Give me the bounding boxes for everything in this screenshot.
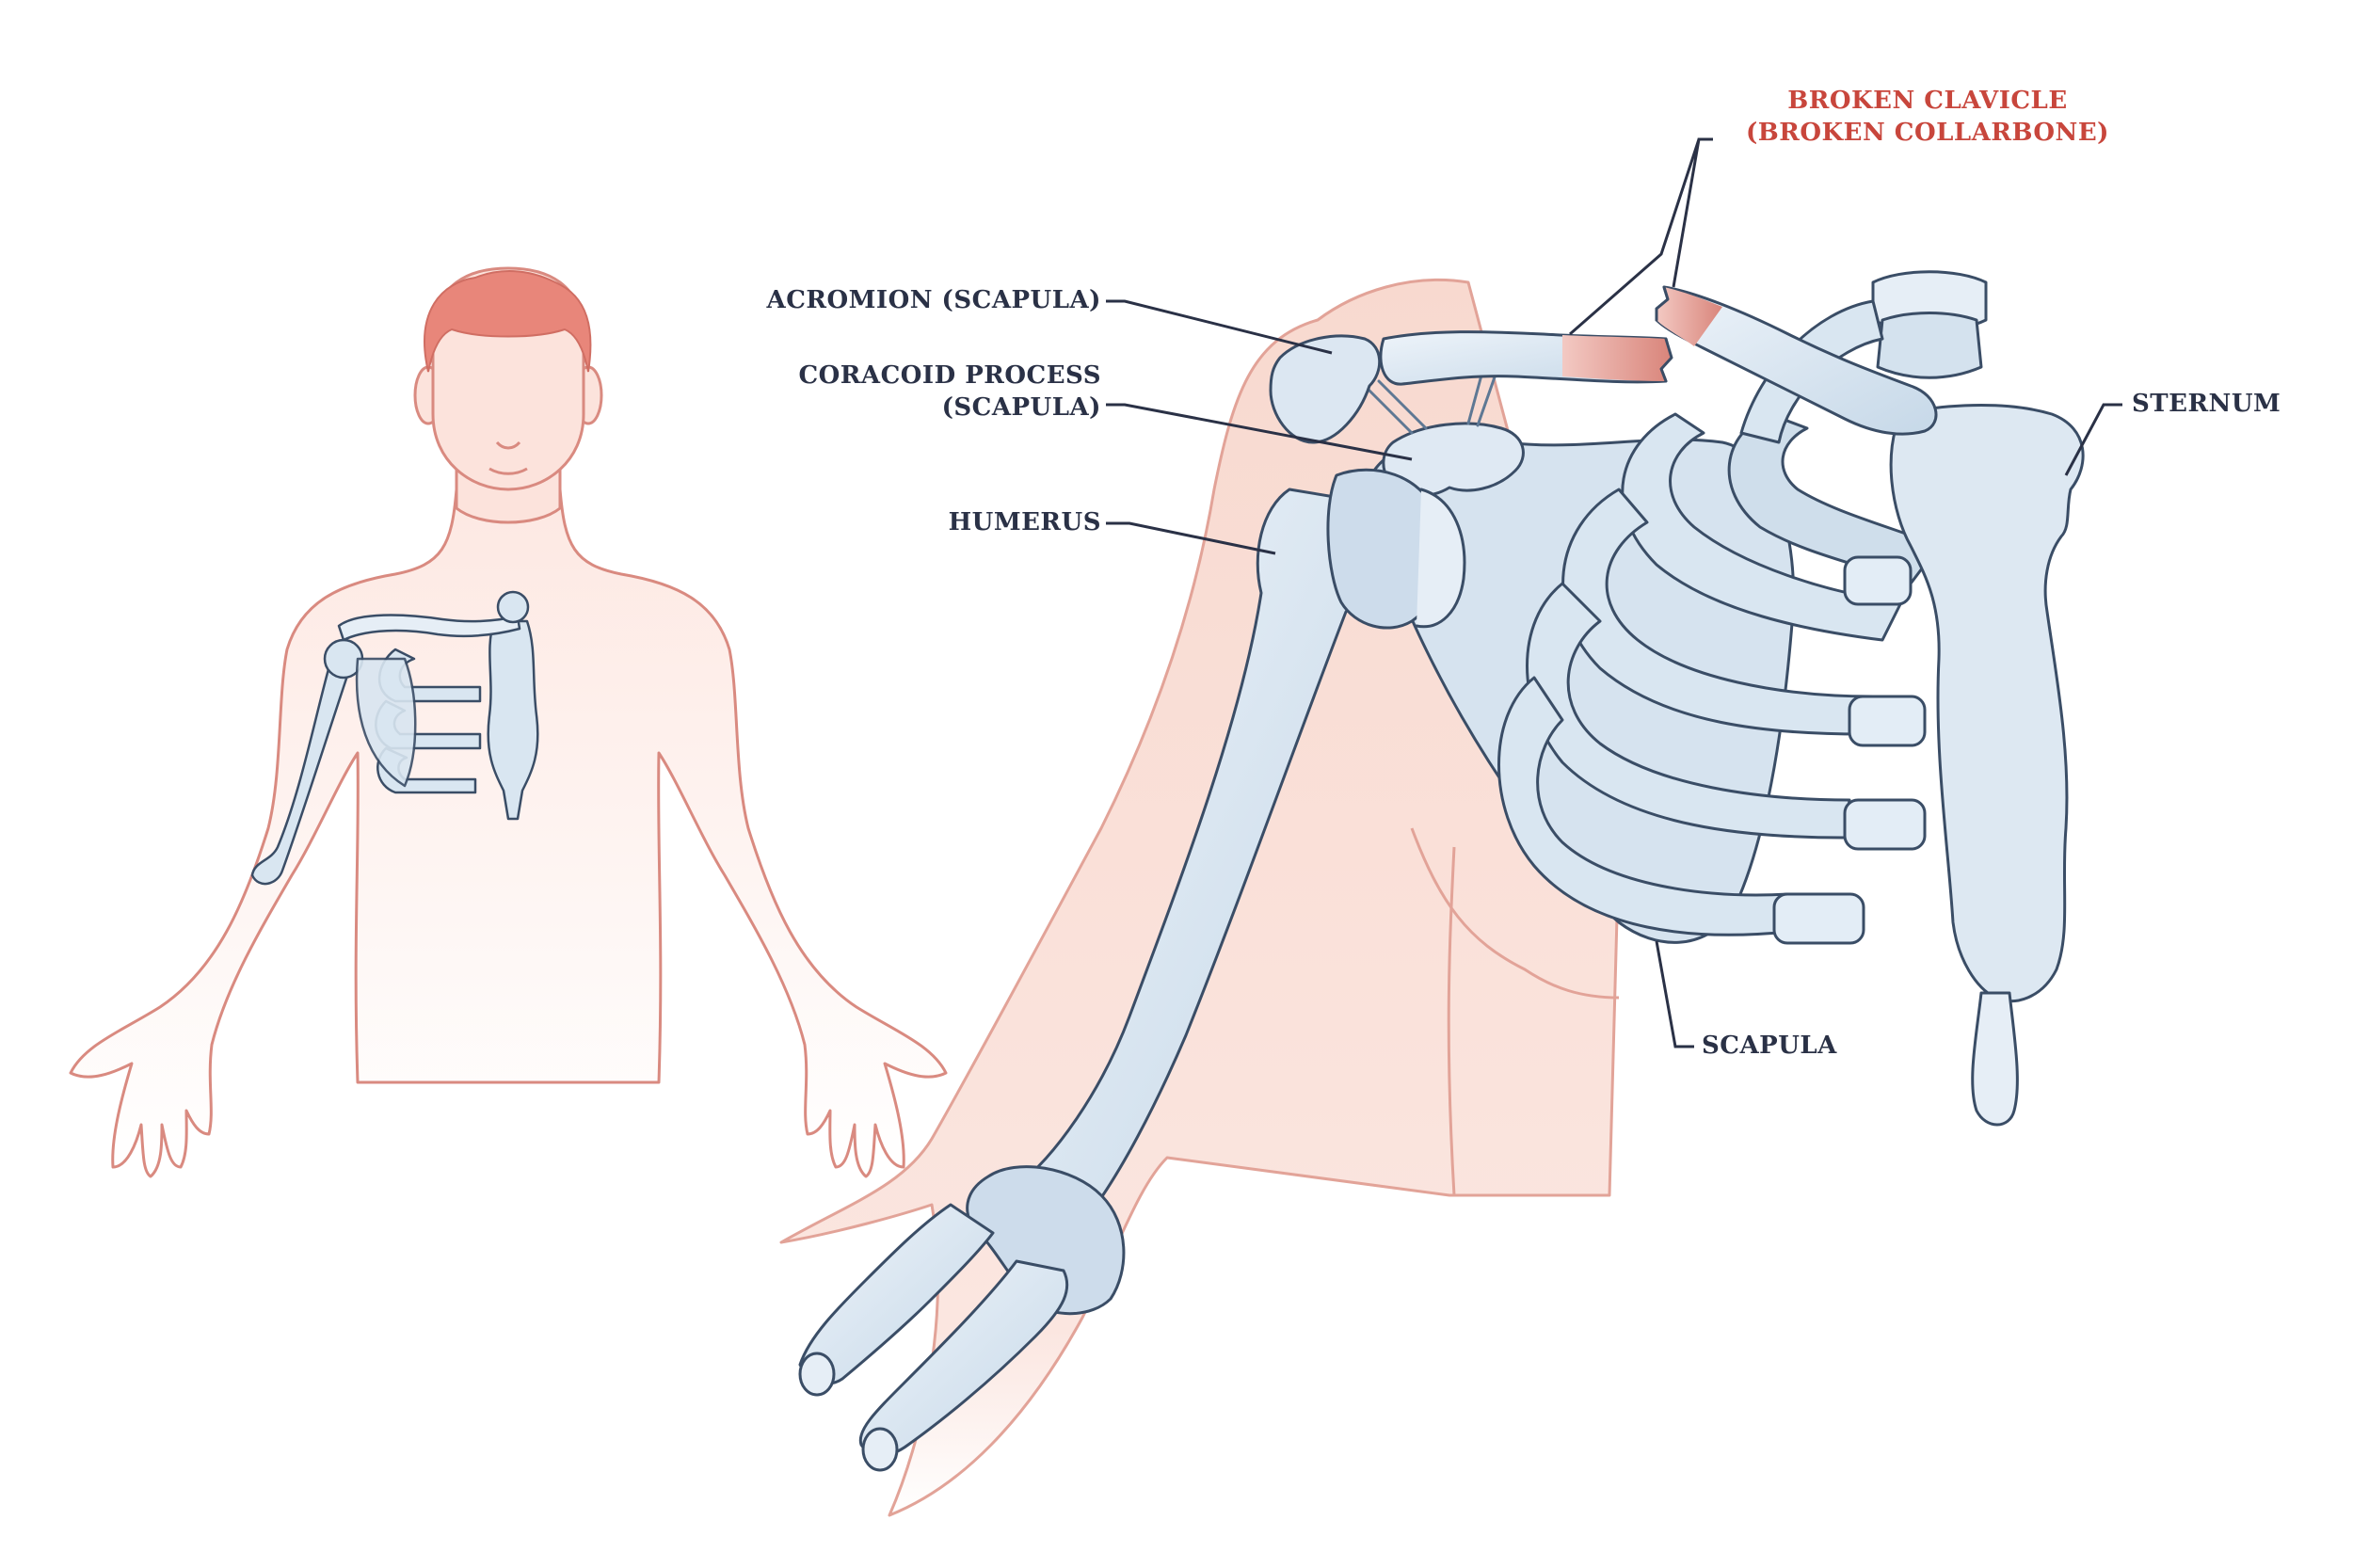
body-outline [69, 488, 948, 1178]
fracture-edge-lateral [1659, 337, 1673, 383]
hair [424, 270, 592, 373]
fracture-zone-medial [1657, 287, 1722, 346]
ulna-end [861, 1427, 899, 1472]
label-coracoid-line2: (SCAPULA) [941, 393, 1101, 422]
nose [495, 440, 521, 450]
label-broken-clavicle-line1: BROKEN CLAVICLE [1787, 87, 2068, 115]
cartilage-2 [1848, 695, 1927, 747]
armpit-fold [1410, 827, 1620, 1000]
humerus-head [1326, 468, 1444, 630]
label-coracoid-process: CORACOID PROCESS (SCAPULA) [744, 360, 1101, 424]
fracture-edge-medial [1655, 285, 1670, 322]
mini-sternum [487, 619, 539, 821]
mini-clavicle [337, 614, 521, 642]
label-sternum: STERNUM [2132, 390, 2281, 418]
mini-skeleton [250, 590, 539, 886]
leader-sternum [2064, 403, 2122, 476]
mini-humerus [250, 657, 350, 886]
label-scapula: SCAPULA [1702, 1032, 1837, 1060]
leader-humerus [1106, 521, 1276, 555]
shoulder-closeup [779, 137, 2122, 1517]
leader-lines [1106, 137, 2122, 1048]
vertebra-body [1876, 312, 1983, 379]
label-coracoid-line1: CORACOID PROCESS [798, 361, 1101, 390]
mouth [488, 467, 528, 475]
leader-coracoid [1106, 403, 1413, 461]
cartilage-4 [1772, 892, 1865, 945]
leader-scapula [1655, 940, 1694, 1048]
mini-vertebra [496, 590, 530, 624]
acromion-bone [1269, 334, 1382, 444]
leader-acromion [1106, 299, 1333, 355]
full-body-figure [69, 266, 948, 1178]
label-acromion: ACROMION (SCAPULA) [766, 286, 1101, 314]
sternum-bone [1889, 404, 2085, 1003]
label-broken-clavicle-line2: (BROKEN COLLARBONE) [1746, 119, 2109, 147]
ligament [1363, 370, 1498, 435]
cartilage-1 [1843, 555, 1913, 606]
radius-end [798, 1352, 836, 1397]
fracture-zone-lateral [1562, 335, 1671, 381]
label-broken-clavicle: BROKEN CLAVICLE (BROKEN COLLARBONE) [1746, 85, 2109, 149]
label-humerus: HUMERUS [948, 508, 1101, 536]
mini-scapula [355, 657, 417, 788]
xiphoid-process [1971, 991, 2019, 1127]
clavicle-medial-fragment [1655, 285, 1938, 436]
leader-broken-clavicle [1569, 137, 1713, 336]
torso-edge [1447, 846, 1456, 1196]
glenoid [1415, 488, 1466, 629]
cartilage-3 [1843, 798, 1927, 851]
